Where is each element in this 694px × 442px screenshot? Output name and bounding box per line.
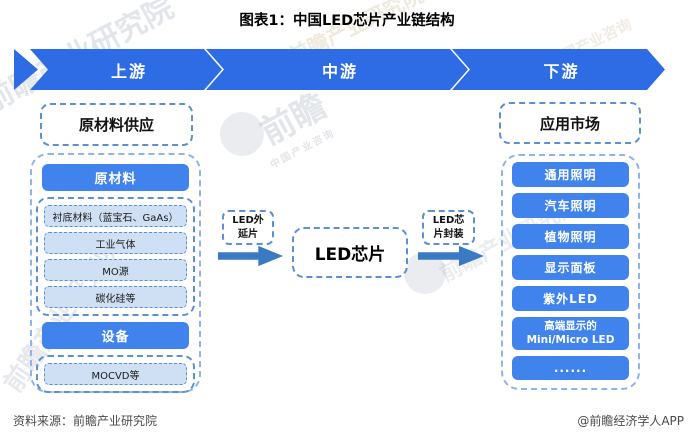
- brand-note: @前瞻经济学人APP: [577, 414, 684, 428]
- application-item: 显示面板: [512, 255, 629, 280]
- equipment-label: 设备: [42, 322, 189, 349]
- stage-arrow-downstream: 下游: [452, 49, 665, 90]
- equipment-item: MOCVD等: [44, 363, 187, 385]
- flow-arrow-right-icon: [218, 245, 283, 267]
- application-item: 通用照明: [512, 162, 629, 187]
- chevron-lead-icon: [14, 49, 38, 90]
- application-item: ......: [512, 356, 629, 380]
- led-chip-box: LED芯片: [292, 227, 408, 278]
- application-item: 高端显示的 Mini/Micro LED: [512, 317, 629, 350]
- application-item: 紫外LED: [512, 286, 629, 311]
- materials-group: 衬底材料（蓝宝石、GaAs） 工业气体 MO源 碳化硅等: [36, 197, 195, 316]
- upstream-header-label: 原材料供应: [78, 116, 154, 134]
- flow-arrow-right-icon: [418, 245, 484, 267]
- source-note: 资料来源：前瞻产业研究院: [13, 414, 158, 428]
- downstream-header-label: 应用市场: [539, 114, 600, 133]
- material-item: MO源: [44, 259, 187, 281]
- upstream-header-box: 原材料供应: [40, 103, 193, 146]
- watermark-logo-icon: [220, 112, 264, 156]
- materials-label: 原材料: [42, 164, 189, 191]
- material-item: 衬底材料（蓝宝石、GaAs）: [44, 205, 187, 227]
- material-item: 碳化硅等: [44, 286, 187, 308]
- watermark-tagline-text: 中国产业咨询: [268, 127, 338, 172]
- stage-arrow-midstream-label: 中游: [321, 61, 358, 81]
- page-title: 图表1：中国LED芯片产业链结构: [239, 13, 455, 29]
- watermark-brand-text: 前瞻: [254, 85, 334, 154]
- equipment-group: MOCVD等: [36, 355, 195, 393]
- downstream-container: 通用照明 汽车照明 植物照明 显示面板 紫外LED 高端显示的 Mini/Mic…: [501, 154, 640, 390]
- material-item: 工业气体: [44, 232, 187, 254]
- stage-arrow-downstream-label: 下游: [543, 61, 580, 81]
- stage-arrow-upstream-label: 上游: [110, 61, 147, 81]
- chip-package-label-box: LED芯 片封装: [422, 210, 475, 245]
- epi-wafer-label-box: LED外 延片: [222, 210, 274, 245]
- application-item: 植物照明: [512, 224, 629, 249]
- stage-arrow-upstream: 上游: [30, 49, 222, 90]
- stage-arrow-midstream: 中游: [206, 49, 468, 90]
- downstream-header-box: 应用市场: [499, 102, 641, 144]
- upstream-container: 原材料 衬底材料（蓝宝石、GaAs） 工业气体 MO源 碳化硅等 设备 MOCV…: [30, 153, 201, 393]
- application-item: 汽车照明: [512, 193, 629, 218]
